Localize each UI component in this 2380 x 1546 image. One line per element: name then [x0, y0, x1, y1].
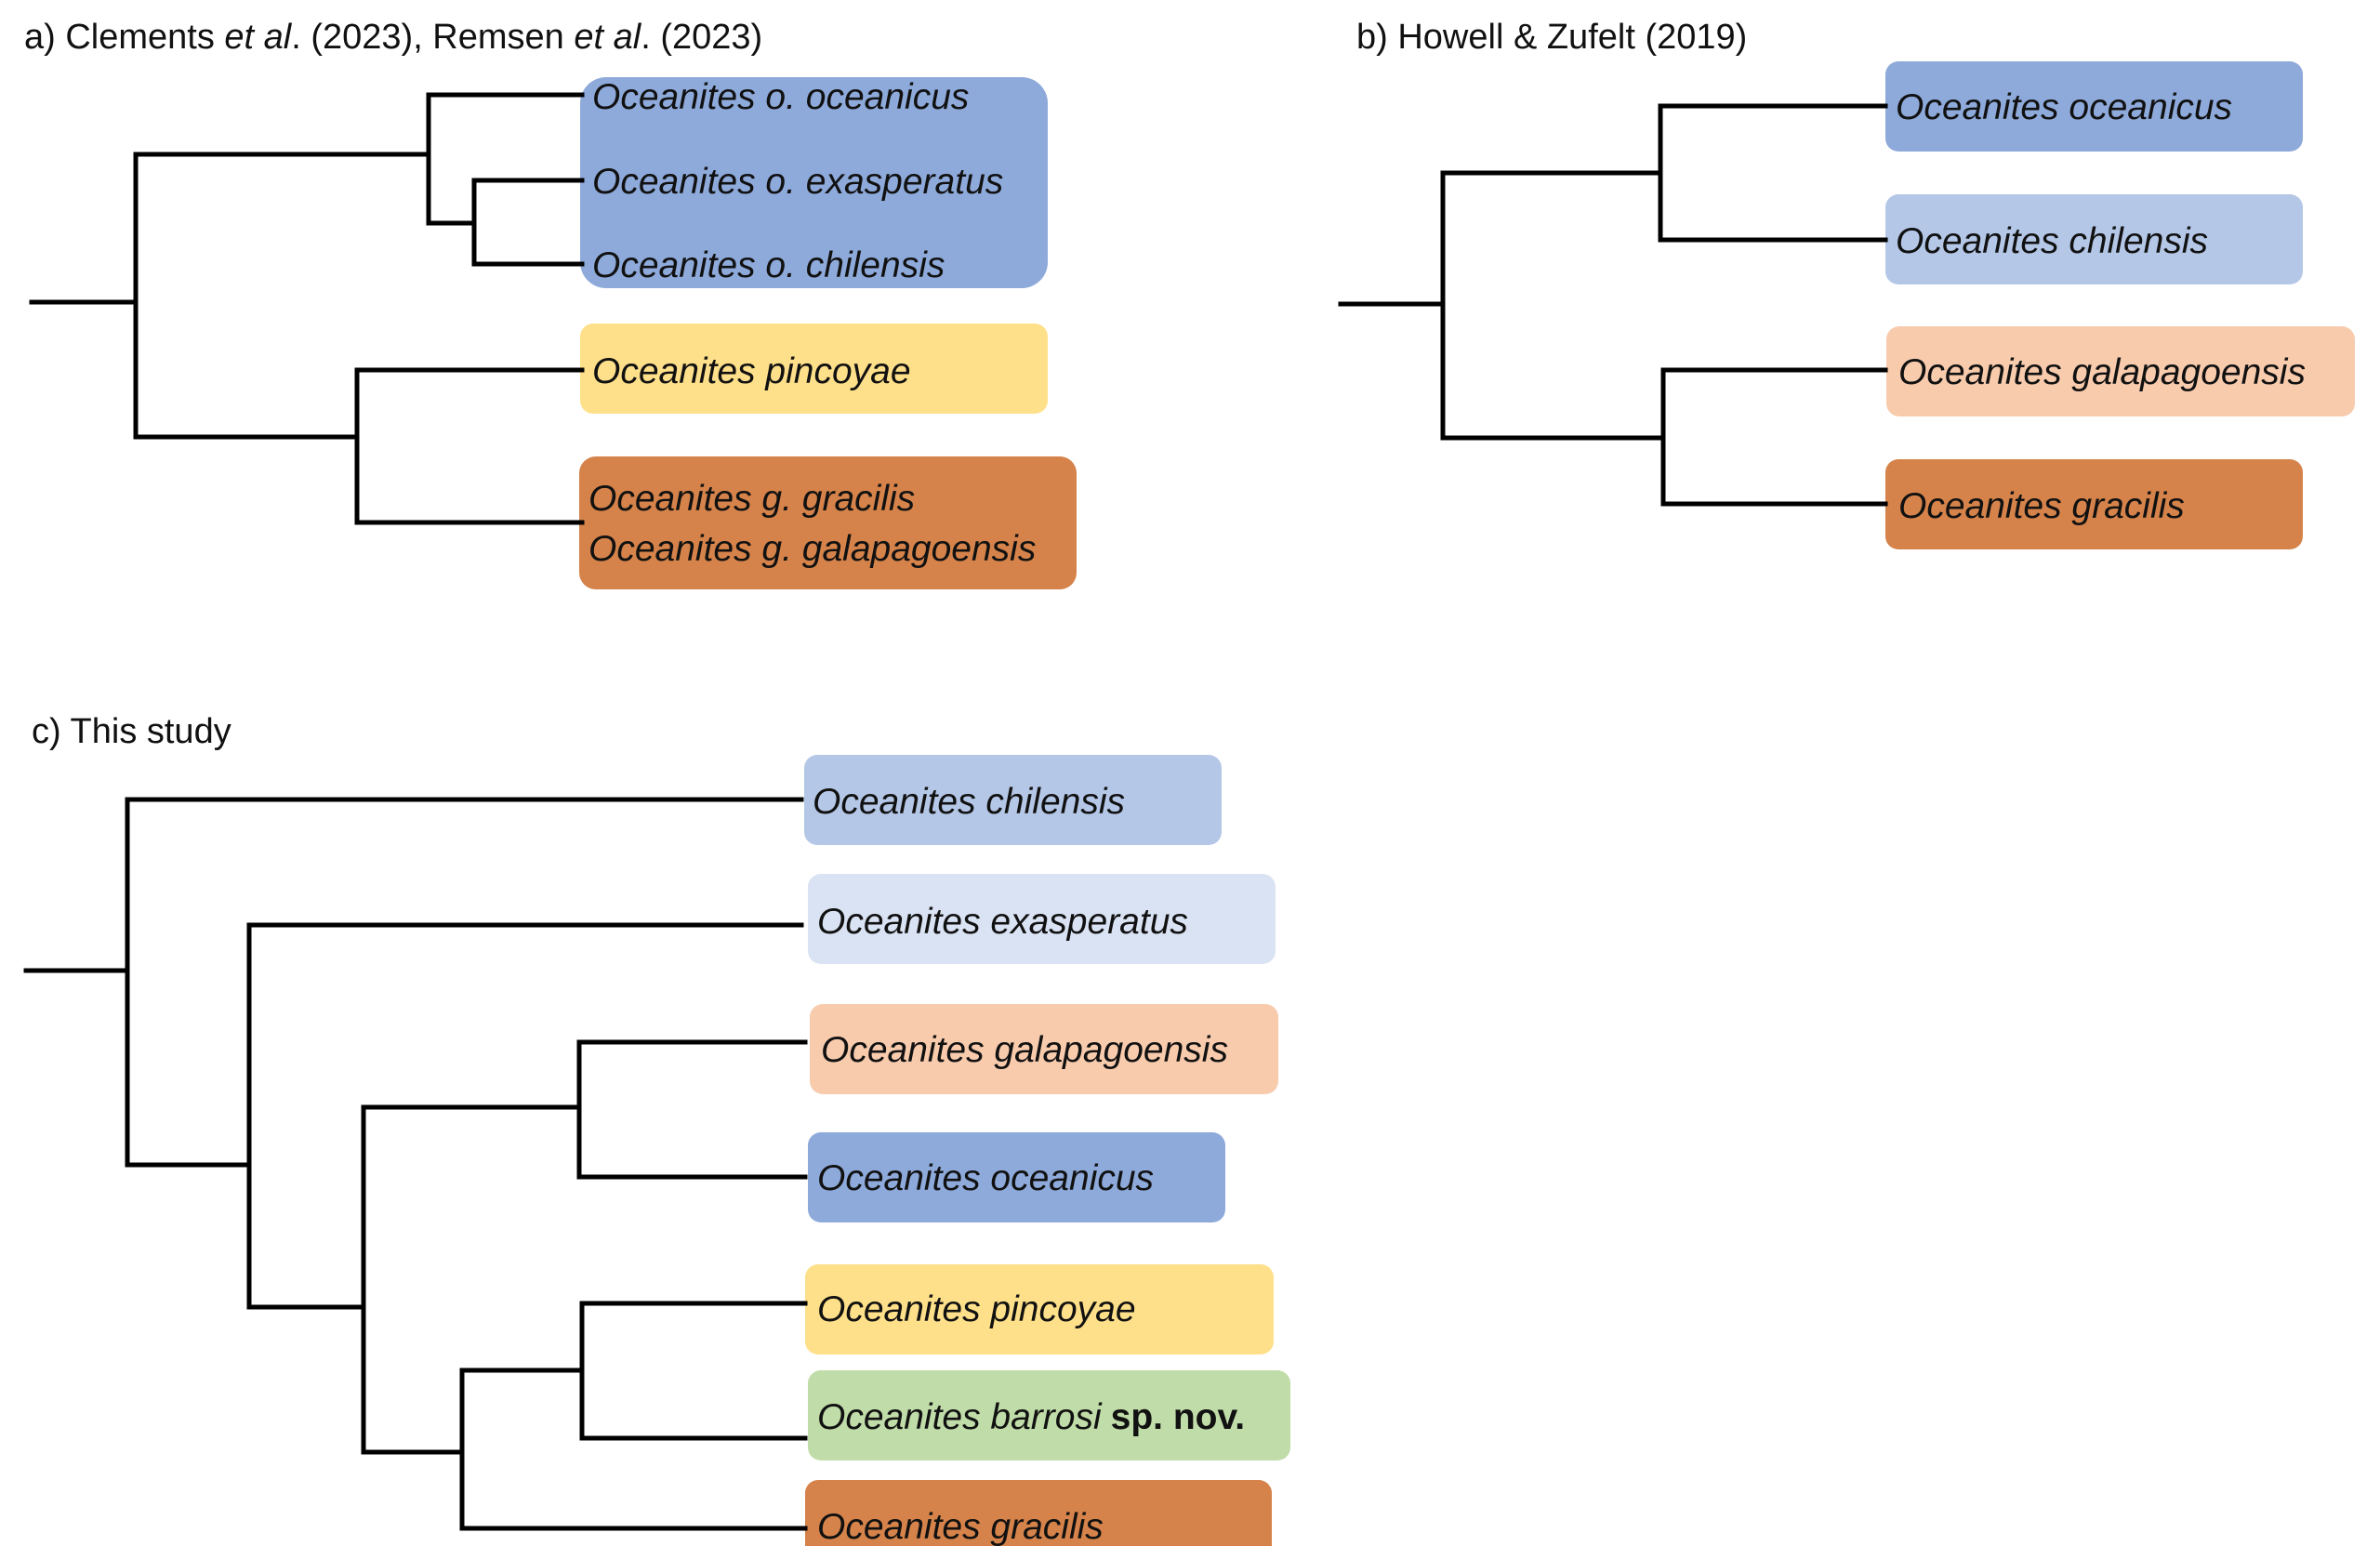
- panel-a: a) Clements et al. (2023), Remsen et al.…: [24, 18, 1077, 589]
- panel-b-tree: [1338, 103, 1888, 507]
- panel-b-tip-boxes: [1885, 61, 2355, 549]
- panel-a-tree: [29, 92, 585, 525]
- tip-label-oceanicus: Oceanites oceanicus: [817, 1158, 1154, 1198]
- tip-box-barrosi: [808, 1370, 1290, 1460]
- tip-label-pincoyae: Oceanites pincoyae: [817, 1289, 1136, 1329]
- tip-box-chilensis: [1885, 194, 2303, 284]
- panel-b: b) Howell & Zufelt (2019) Oceanites ocea…: [1338, 18, 2355, 549]
- tip-box-gracilis: [1885, 459, 2303, 549]
- tip-label-pincoyae: Oceanites pincoyae: [592, 351, 911, 391]
- tip-label-o-oceanicus: Oceanites o. oceanicus: [592, 77, 969, 117]
- tip-label-galapagoensis: Oceanites galapagoensis: [1898, 352, 2306, 392]
- tip-box-galapagoensis: [1886, 326, 2355, 416]
- tip-box-exasperatus: [808, 874, 1276, 964]
- tip-label-o-exasperatus: Oceanites o. exasperatus: [592, 162, 1003, 202]
- tip-label-o-chilensis: Oceanites o. chilensis: [592, 245, 945, 285]
- tip-label-g-gracilis: Oceanites g. gracilis: [588, 479, 915, 519]
- tip-label-g-galapagoensis: Oceanites g. galapagoensis: [588, 529, 1036, 569]
- tip-label-gracilis: Oceanites gracilis: [1898, 486, 2185, 526]
- panel-c-tip-labels: Oceanites chilensis Oceanites exasperatu…: [813, 782, 1245, 1546]
- tip-label-chilensis: Oceanites chilensis: [813, 782, 1125, 822]
- tip-label-gracilis: Oceanites gracilis: [817, 1507, 1104, 1546]
- panel-c-tip-boxes: [804, 755, 1290, 1546]
- tip-box-pincoyae: [580, 324, 1048, 414]
- tip-box-oceanicus-group: [580, 77, 1048, 288]
- panel-a-tip-labels: Oceanites o. oceanicus Oceanites o. exas…: [588, 77, 1036, 569]
- tip-box-gracilis: [805, 1480, 1272, 1546]
- panel-c-tree: [23, 797, 808, 1531]
- panel-c-title: c) This study: [32, 712, 231, 751]
- tip-box-pincoyae: [805, 1264, 1274, 1354]
- panel-a-title: a) Clements et al. (2023), Remsen et al.…: [24, 18, 762, 57]
- tip-box-oceanicus: [808, 1132, 1225, 1222]
- panel-b-title: b) Howell & Zufelt (2019): [1356, 18, 1747, 57]
- tip-box-oceanicus: [1885, 61, 2303, 152]
- tip-label-barrosi-suffix: sp. nov.: [1111, 1397, 1245, 1437]
- tip-label-chilensis: Oceanites chilensis: [1896, 221, 2208, 261]
- tip-label-oceanicus: Oceanites oceanicus: [1896, 87, 2232, 127]
- tip-label-exasperatus: Oceanites exasperatus: [817, 902, 1188, 942]
- panel-a-tip-boxes: [579, 77, 1077, 589]
- tip-box-galapagoensis: [810, 1004, 1278, 1094]
- tip-label-galapagoensis: Oceanites galapagoensis: [821, 1030, 1228, 1070]
- tip-box-gracilis-group: [579, 456, 1077, 589]
- panel-c: c) This study: [23, 712, 1290, 1546]
- tip-box-chilensis: [804, 755, 1222, 845]
- tip-label-barrosi-name: Oceanites barrosi: [817, 1397, 1103, 1437]
- panel-b-tip-labels: Oceanites oceanicus Oceanites chilensis …: [1896, 87, 2306, 526]
